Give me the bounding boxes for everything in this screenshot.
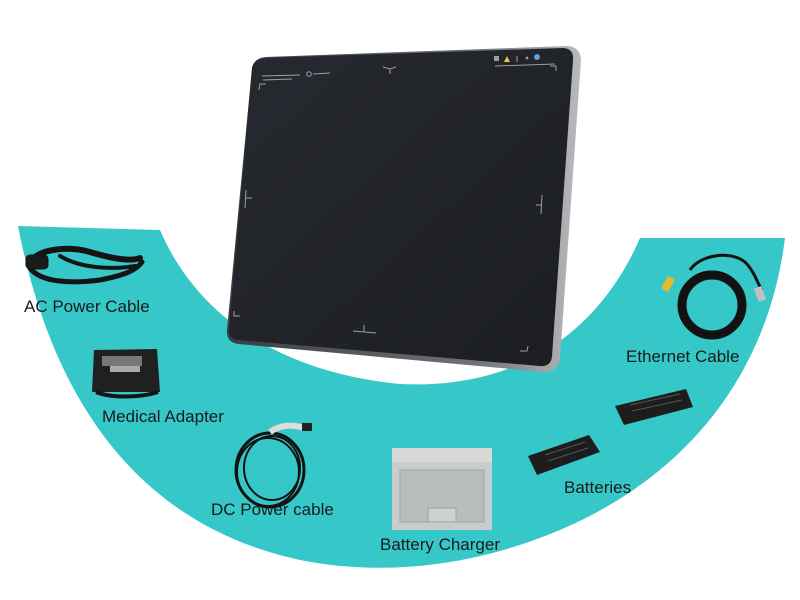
accessory-label-dc-power-cable: DC Power cable (211, 500, 334, 519)
medical-adapter-image (92, 349, 160, 399)
person-icon (525, 56, 529, 60)
warning-icon (504, 56, 510, 62)
batteries-image (528, 389, 693, 475)
accessory-label-ac-power-cable: AC Power Cable (24, 297, 150, 316)
ethernet-cable-image (661, 253, 767, 340)
accessory-label-ethernet-cable: Ethernet Cable (626, 347, 740, 366)
status-icons (494, 54, 540, 62)
accessory-label-batteries: Batteries (564, 478, 632, 497)
dc-power-cable-image (234, 422, 312, 509)
accessory-label-battery-charger: Battery Charger (380, 535, 500, 554)
battery-charger-image (392, 448, 492, 530)
wifi-icon (494, 56, 499, 61)
ac-power-cable-image (25, 245, 145, 285)
accessory-label-medical-adapter: Medical Adapter (102, 407, 224, 426)
bluetooth-icon (534, 54, 540, 60)
